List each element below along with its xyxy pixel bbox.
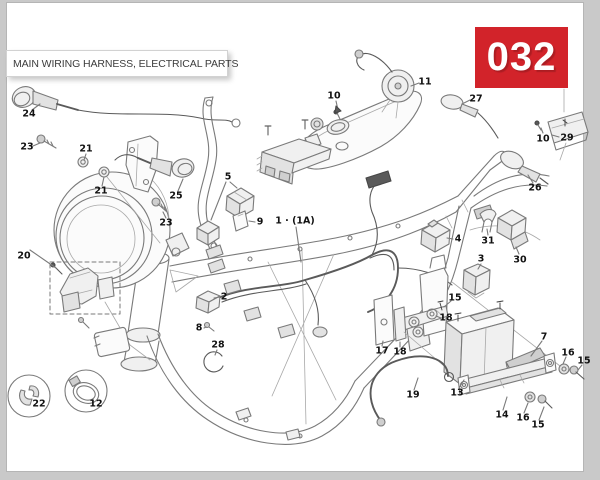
battery-tray-14: [457, 352, 557, 396]
washer-bolt-upper: [558, 363, 585, 380]
turn-signal-rear-left: [500, 150, 549, 185]
turn-signal-front-left: [11, 86, 241, 128]
relay-30: [496, 209, 529, 250]
rectifier-unit: [195, 290, 221, 314]
battery-cable-19: [369, 355, 455, 427]
clip-31: [479, 208, 497, 233]
clamp-detail-circle-22: [7, 374, 51, 418]
diagram-title-box: MAIN WIRING HARNESS, ELECTRICAL PARTS: [6, 50, 239, 77]
leader-lines: [29, 82, 583, 421]
ecu-module: [256, 119, 332, 185]
motorcycle-frame: [120, 150, 550, 445]
ignition-switch-assembly: [49, 261, 151, 361]
horn: [354, 49, 415, 119]
flasher-3: [462, 263, 491, 299]
turn-signal-rear-right: [440, 94, 499, 139]
wire-clamp-28: [203, 351, 224, 373]
headlight: [53, 171, 190, 289]
clamp-detail-circle-12: [64, 369, 108, 413]
tail-light: [534, 88, 589, 161]
bolt-8: [203, 321, 215, 332]
relay-4: [420, 219, 451, 253]
page-code-number: 032: [486, 35, 557, 79]
washer-bolt-lower: [524, 391, 553, 409]
relays-and-fuses: [196, 187, 255, 246]
page-code-badge: 032: [475, 27, 568, 88]
page-title: MAIN WIRING HARNESS, ELECTRICAL PARTS: [13, 57, 239, 70]
battery-mount-brackets: [373, 254, 561, 389]
battery: [443, 300, 515, 385]
turn-signal-front-right: [114, 135, 195, 213]
main-wiring-harness: [205, 170, 494, 339]
